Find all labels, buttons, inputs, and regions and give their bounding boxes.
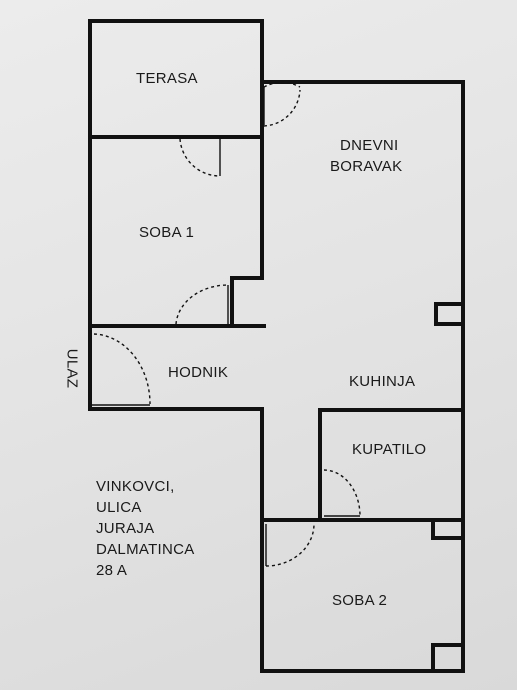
address-line: VINKOVCI, bbox=[96, 478, 175, 495]
terasa-walls bbox=[88, 19, 264, 139]
door-soba1-bottom-swing bbox=[175, 284, 229, 325]
soba1-right-wall bbox=[230, 135, 264, 328]
door-soba2-swing bbox=[265, 523, 315, 567]
room-label-boravak: BORAVAK bbox=[330, 158, 403, 175]
boravak-outer-wall bbox=[260, 80, 465, 522]
address-line: DALMATINCA bbox=[96, 541, 195, 558]
kupatilo-walls bbox=[318, 408, 465, 522]
room-label-terasa: TERASA bbox=[136, 70, 198, 87]
room-label-dnevni: DNEVNI bbox=[340, 137, 399, 154]
door-soba1-top-swing bbox=[179, 138, 221, 177]
address-line: JURAJA bbox=[96, 520, 155, 537]
room-label-kupatilo: KUPATILO bbox=[352, 441, 427, 458]
room-label-soba1: SOBA 1 bbox=[139, 224, 195, 241]
door-entrance-swing bbox=[93, 333, 151, 405]
address-line: 28 A bbox=[96, 562, 128, 579]
entrance-label: ULAZ bbox=[63, 348, 81, 389]
door-terasa-swing bbox=[263, 81, 301, 88]
column-boravak bbox=[434, 302, 465, 326]
door-kupatilo-swing bbox=[323, 469, 361, 517]
room-label-hodnik: HODNIK bbox=[168, 364, 229, 381]
address-line: ULICA bbox=[96, 499, 142, 516]
address-block: VINKOVCI, ULICA JURAJA DALMATINCA 28 A bbox=[96, 476, 195, 581]
soba2-walls bbox=[260, 518, 465, 673]
room-label-kuhinja: KUHINJA bbox=[349, 373, 416, 390]
room-label-soba2: SOBA 2 bbox=[332, 592, 388, 609]
column-soba2-top bbox=[431, 518, 465, 540]
column-soba2-bottom bbox=[431, 643, 465, 673]
